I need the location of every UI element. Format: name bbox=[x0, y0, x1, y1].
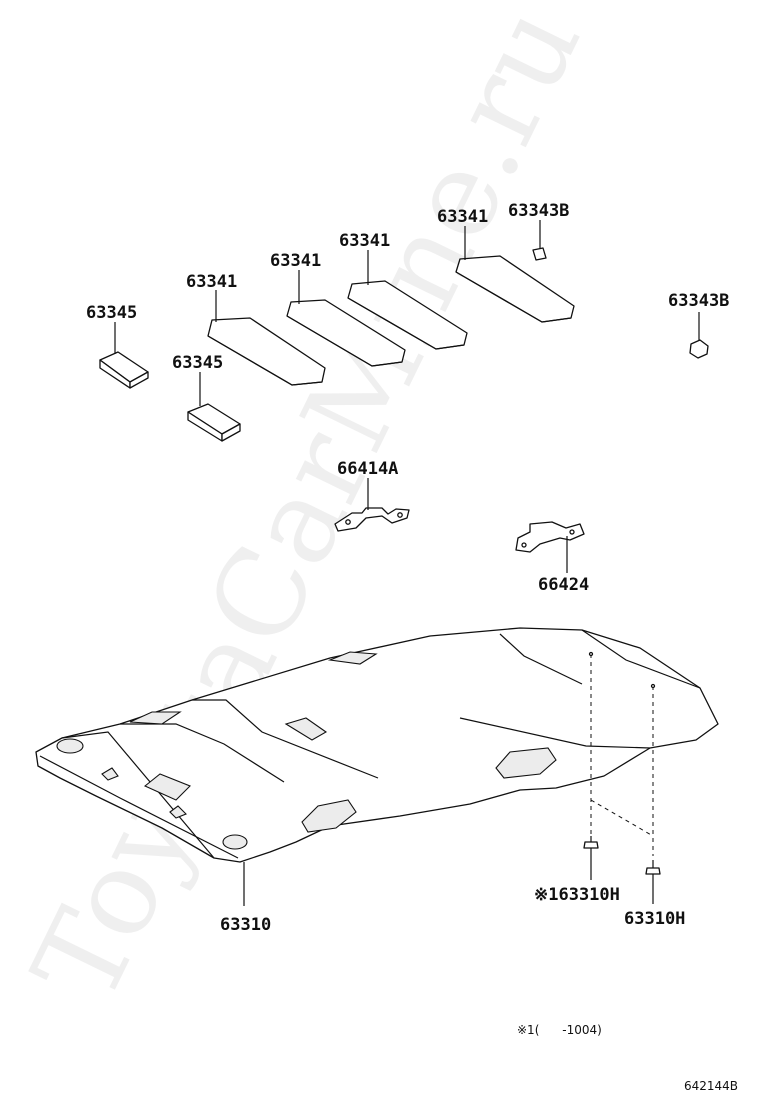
screw-63310H-2 bbox=[645, 860, 661, 875]
label-66424: 66424 bbox=[538, 575, 589, 595]
watermark: ToyotaCarMine.ru bbox=[6, 0, 607, 1022]
label-63341-2: 63341 bbox=[270, 251, 321, 271]
block-63345-2 bbox=[187, 403, 241, 442]
label-63345-2: 63345 bbox=[172, 353, 223, 373]
footnote: ※1( -1004) bbox=[517, 1023, 602, 1037]
label-63341-1: 63341 bbox=[186, 272, 237, 292]
pad-63341-3 bbox=[347, 280, 468, 350]
label-63310H-1: ※163310H bbox=[534, 885, 620, 905]
label-63310H-2: 63310H bbox=[624, 909, 685, 929]
bracket-66424 bbox=[515, 521, 585, 553]
label-63343B-2: 63343B bbox=[668, 291, 729, 311]
screw-63310H-1 bbox=[583, 836, 599, 849]
pad-63341-4 bbox=[455, 255, 575, 323]
label-63343B-1: 63343B bbox=[508, 201, 569, 221]
opening-rear-left bbox=[222, 834, 248, 850]
label-66414A: 66414A bbox=[337, 459, 398, 479]
console-opening bbox=[143, 773, 191, 801]
label-63341-4: 63341 bbox=[437, 207, 488, 227]
headliner-63310 bbox=[35, 627, 719, 863]
assist-grip-right bbox=[495, 747, 557, 779]
label-63345-1: 63345 bbox=[86, 303, 137, 323]
label-63341-3: 63341 bbox=[339, 231, 390, 251]
assist-grip-left bbox=[301, 799, 357, 833]
pad-63341-2 bbox=[286, 299, 406, 367]
label-63310: 63310 bbox=[220, 915, 271, 935]
diagram-code: 642144B bbox=[684, 1079, 738, 1093]
block-63345-1 bbox=[99, 351, 149, 389]
bracket-66414A bbox=[334, 507, 410, 532]
opening-front-left bbox=[56, 738, 84, 754]
nut-63343B-2 bbox=[689, 339, 709, 359]
roof-bracket-mount bbox=[284, 717, 328, 741]
clip-63343B-1 bbox=[532, 247, 547, 261]
pad-63341-1 bbox=[207, 317, 326, 386]
